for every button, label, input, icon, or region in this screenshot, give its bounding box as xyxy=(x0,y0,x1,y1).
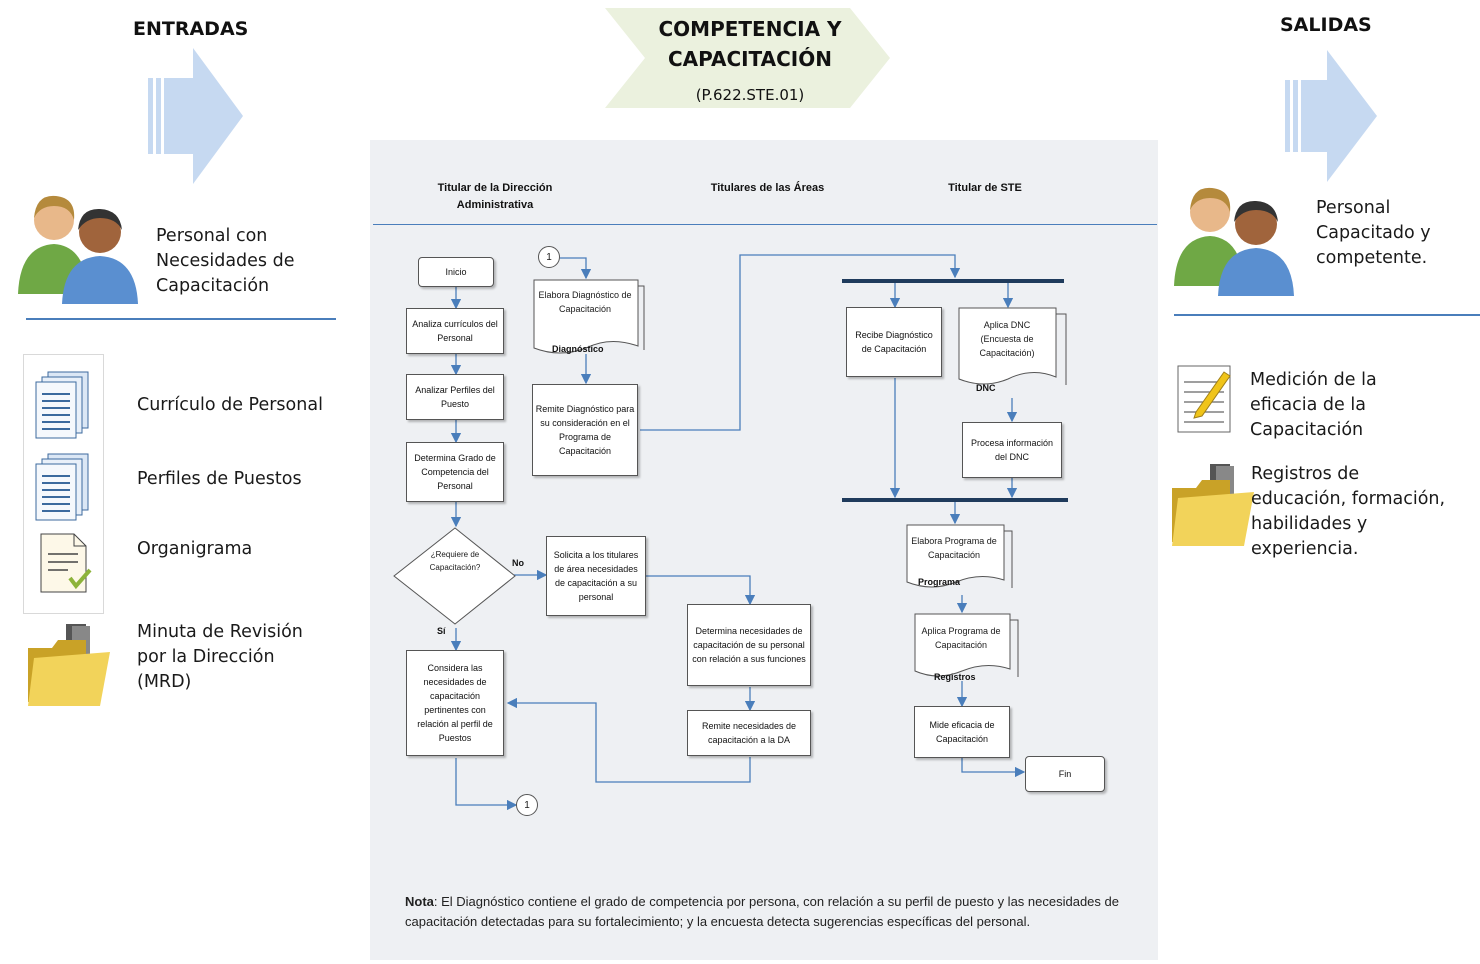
output-main-label: Personal Capacitado y competente. xyxy=(1316,198,1431,268)
document-tag: Programa xyxy=(918,577,961,587)
salidas-heading: SALIDAS xyxy=(1280,14,1372,36)
input-document-label: Currículo de Personal xyxy=(137,395,323,415)
decision-label: ¿Requiere de Capacitación? xyxy=(429,550,481,572)
lane-header: Titular de la Dirección Administrativa xyxy=(437,182,553,211)
title-chevron xyxy=(605,8,890,108)
document-stack-icon xyxy=(35,371,89,439)
inputs-divider xyxy=(26,318,336,320)
start-node: Inicio xyxy=(418,257,494,287)
document-shape xyxy=(533,279,645,354)
output-arrow-icon xyxy=(1282,50,1377,182)
approved-document-icon xyxy=(40,533,92,593)
input-document-label: Organigrama xyxy=(137,539,253,559)
people-icon xyxy=(1174,187,1294,296)
note-body: : El Diagnóstico contiene el grado de co… xyxy=(405,894,1119,929)
process-step: Considera las necesidades de capacitació… xyxy=(406,650,504,756)
process-step: Analiza currículos del Personal xyxy=(406,308,504,354)
decision-diamond xyxy=(393,527,516,625)
note-label: Nota xyxy=(405,894,434,909)
process-title-line1: COMPETENCIA Y xyxy=(658,17,842,41)
connector-1: 1 xyxy=(516,794,538,816)
folder-icon xyxy=(1172,464,1254,546)
process-step: Determina Grado de Competencia del Perso… xyxy=(406,442,504,502)
process-title-line2: CAPACITACIÓN xyxy=(667,47,832,71)
flow-connectors xyxy=(450,254,1068,811)
process-step: Determina necesidades de capacitación de… xyxy=(687,604,811,686)
outputs-divider xyxy=(1174,314,1480,316)
document-tag: Registros xyxy=(934,672,976,682)
people-icon xyxy=(18,195,138,304)
process-step-label: Aplica Programa de Capacitación xyxy=(921,626,1001,650)
decision-yes-label: Sí xyxy=(437,626,446,636)
end-node: Fin xyxy=(1025,756,1105,792)
input-main-label: Personal con Necesidades de Capacitación xyxy=(156,226,295,296)
output-item-label: Medición de la eficacia de la Capacitaci… xyxy=(1250,370,1377,440)
process-step-label: Aplica DNC (Encuesta de Capacitación) xyxy=(979,320,1035,358)
document-tag: DNC xyxy=(976,383,996,393)
process-step: Analizar Perfiles del Puesto xyxy=(406,374,504,420)
document-tag: Diagnóstico xyxy=(552,344,604,354)
document-shape xyxy=(958,307,1067,385)
process-step: Remite necesidades de capacitación a la … xyxy=(687,710,811,756)
document-stack-icon xyxy=(35,453,89,521)
lane-divider xyxy=(373,224,1157,225)
lane-header: Titulares de las Áreas xyxy=(710,182,825,194)
process-code: (P.622.STE.01) xyxy=(695,86,805,104)
folder-icon xyxy=(28,624,110,706)
connector-1: 1 xyxy=(538,246,560,268)
input-document-label: Minuta de Revisión por la Dirección (MRD… xyxy=(137,622,303,692)
process-step: Mide eficacia de Capacitación xyxy=(914,706,1010,758)
output-item-label: Registros de educación, formación, habil… xyxy=(1251,464,1446,559)
flowchart-panel xyxy=(370,140,1158,960)
lane-header: Titular de STE xyxy=(948,182,1022,194)
input-arrow-icon xyxy=(145,48,243,184)
entradas-heading: ENTRADAS xyxy=(133,18,249,40)
process-step-label: Elabora Diagnóstico de Capacitación xyxy=(538,290,632,314)
process-step: Solicita a los titulares de área necesid… xyxy=(546,536,646,616)
process-step: Procesa información del DNC xyxy=(962,422,1062,478)
process-step: Remite Diagnóstico para su consideración… xyxy=(532,384,638,476)
process-step-label: Elabora Programa de Capacitación xyxy=(911,536,997,560)
checklist-icon xyxy=(1177,365,1231,433)
decision-no-label: No xyxy=(512,558,524,568)
document-shape xyxy=(906,524,1013,588)
note-text: Nota: El Diagnóstico contiene el grado d… xyxy=(405,892,1145,932)
input-document-label: Perfiles de Puestos xyxy=(137,469,302,489)
process-step: Recibe Diagnóstico de Capacitación xyxy=(846,307,942,377)
document-shape xyxy=(914,613,1019,677)
